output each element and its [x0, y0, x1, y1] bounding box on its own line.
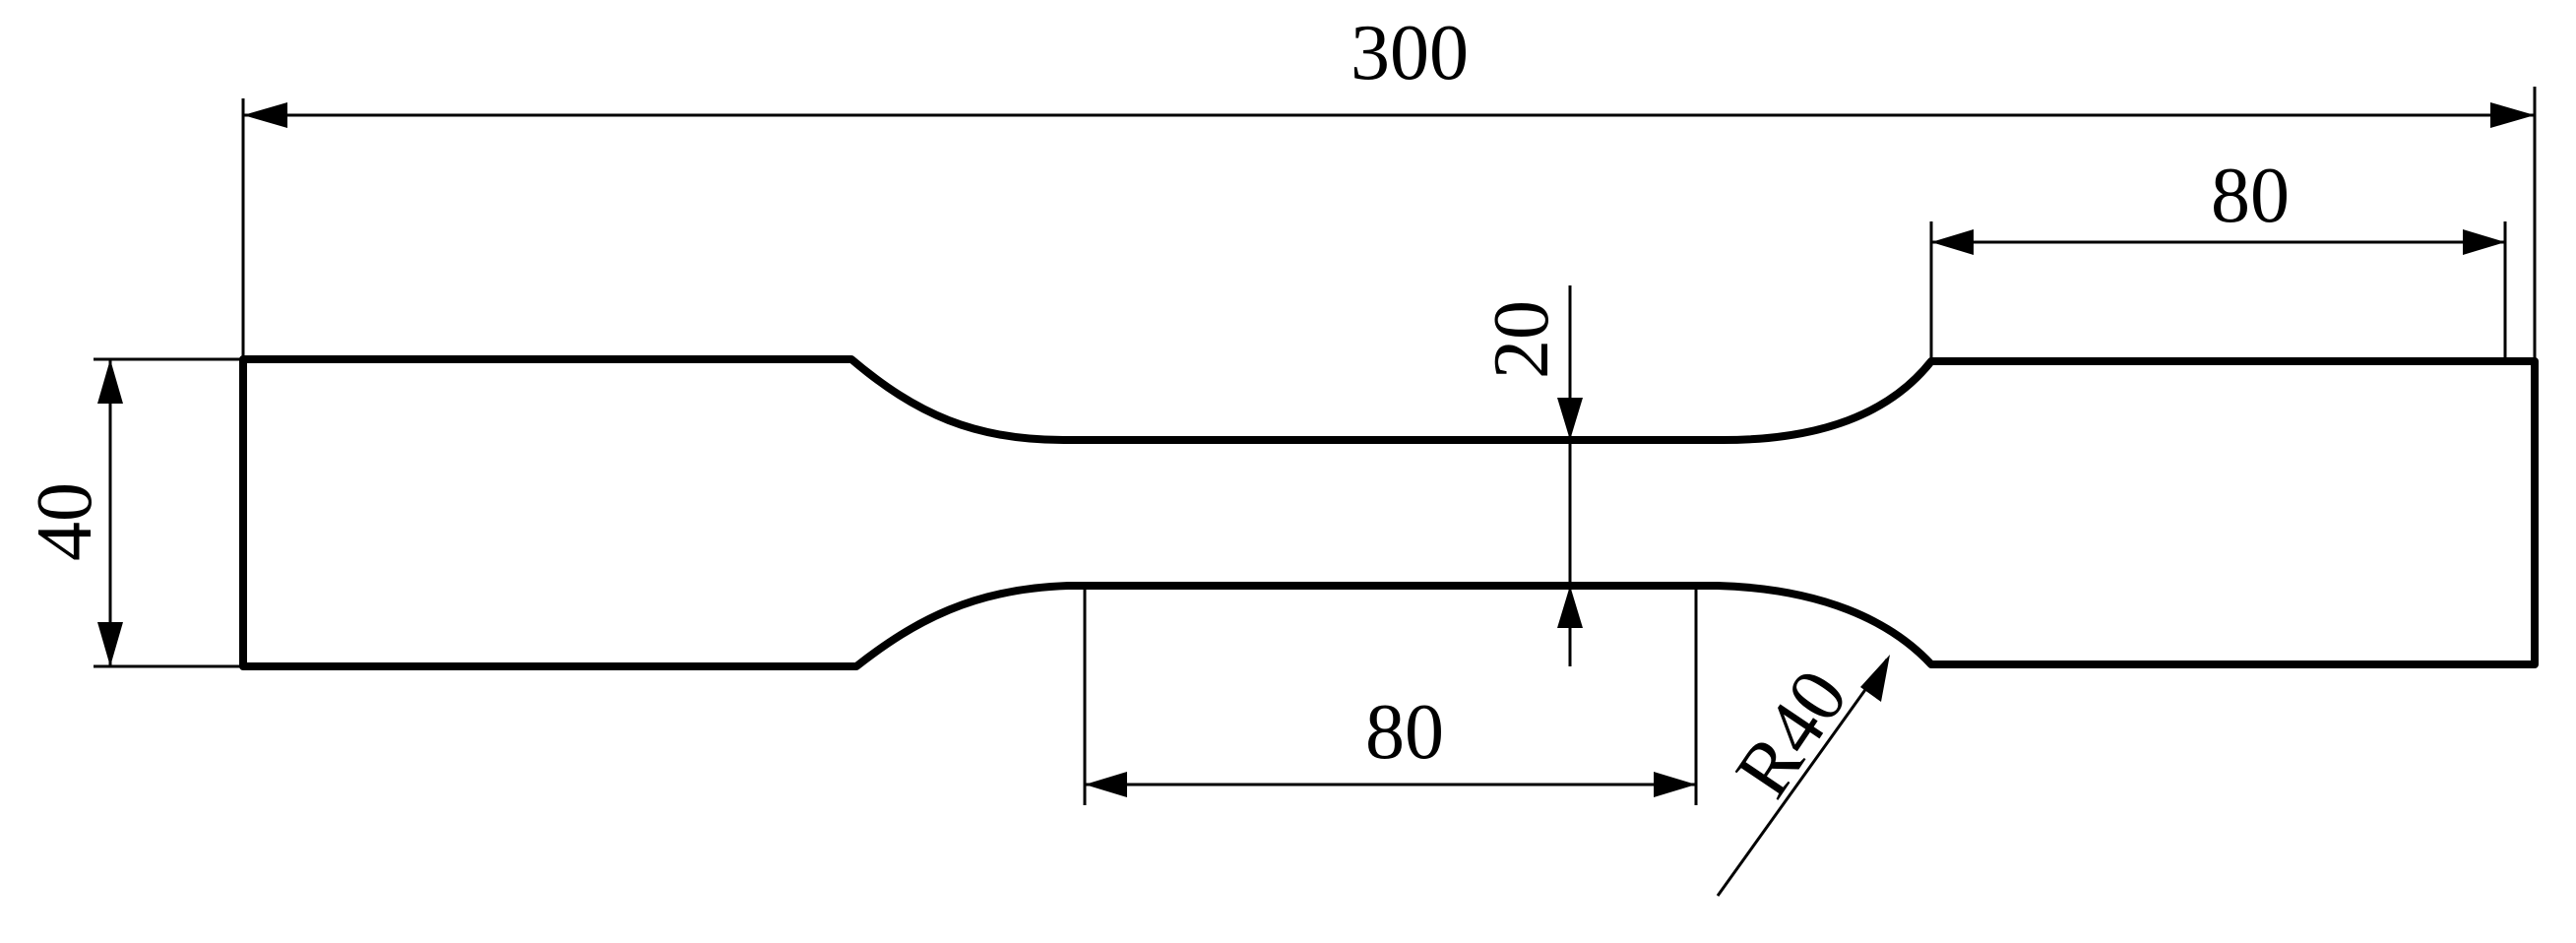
gauge-width-dimension: 20 [1478, 285, 1583, 666]
arrow-right [2463, 229, 2505, 255]
arrow-left [1931, 229, 1974, 255]
gauge-width-label: 20 [1478, 300, 1565, 379]
arrow-up [1557, 586, 1583, 628]
fillet-radius-label: R40 [1720, 656, 1865, 813]
arrow-right [2490, 102, 2535, 128]
arrow-up [97, 359, 123, 404]
gauge-length-label: 80 [1365, 689, 1444, 776]
radius-leader-line [1716, 659, 1889, 897]
specimen-outline [239, 355, 2539, 670]
arrow-left [1085, 772, 1127, 797]
gauge-length-dimension: 80 [1083, 586, 1698, 805]
arrow-right [1654, 772, 1696, 797]
arrow-down [1557, 398, 1583, 440]
fillet-radius-leader: R40 [1716, 655, 1890, 897]
overall-length-dimension: 300 [241, 10, 2537, 359]
overall-length-label: 300 [1351, 10, 1469, 96]
grip-length-label: 80 [2211, 153, 2290, 239]
arrow-down [97, 622, 123, 666]
arrow-left [243, 102, 287, 128]
grip-length-dimension: 80 [1929, 153, 2507, 361]
radius-arrow [1860, 655, 1890, 702]
grip-width-label: 40 [22, 482, 108, 561]
grip-width-dimension: 40 [22, 357, 243, 668]
